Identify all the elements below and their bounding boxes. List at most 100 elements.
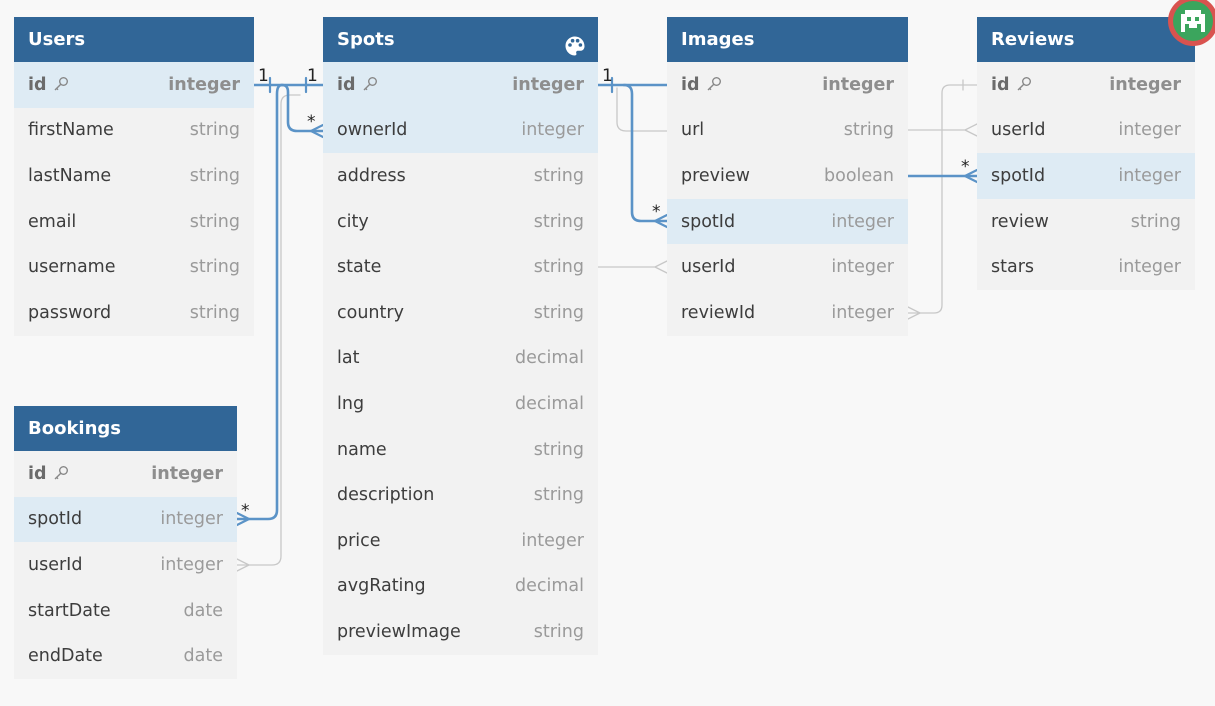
- column-name-cell: spotId: [991, 166, 1045, 186]
- column-name-cell: email: [28, 212, 76, 232]
- column-name: lat: [337, 348, 360, 369]
- column-name: country: [337, 302, 404, 323]
- column-name: lng: [337, 393, 365, 414]
- column-row[interactable]: name string: [323, 427, 598, 473]
- column-type: date: [183, 646, 223, 667]
- column-row[interactable]: ownerId integer: [323, 107, 598, 154]
- column-name: spotId: [28, 509, 83, 530]
- column-type: integer: [521, 120, 584, 141]
- column-type: integer: [512, 74, 584, 95]
- column-name-cell: preview: [681, 166, 750, 186]
- column-name-cell: address: [337, 166, 406, 186]
- column-row[interactable]: endDate date: [14, 633, 237, 679]
- column-row[interactable]: price integer: [323, 518, 598, 564]
- column-name: id: [28, 463, 47, 484]
- column-row[interactable]: username string: [14, 244, 254, 290]
- column-name-cell: endDate: [28, 646, 103, 666]
- column-name: endDate: [28, 646, 103, 667]
- column-row[interactable]: firstName string: [14, 108, 254, 154]
- table-header-images[interactable]: Images: [667, 17, 908, 62]
- table-header-spots[interactable]: Spots: [323, 17, 598, 62]
- table-title: Spots: [337, 29, 395, 50]
- column-row[interactable]: spotId integer: [14, 496, 237, 543]
- table-header-bookings[interactable]: Bookings: [14, 406, 237, 451]
- column-name: state: [337, 257, 382, 278]
- palette-icon[interactable]: [564, 29, 586, 56]
- column-name-cell: id: [681, 75, 722, 95]
- column-type: decimal: [515, 348, 584, 369]
- column-name-cell: price: [337, 531, 381, 551]
- column-type: string: [189, 120, 240, 141]
- app-badge-icon[interactable]: [1168, 0, 1215, 46]
- column-name: password: [28, 302, 112, 323]
- column-type: integer: [160, 509, 223, 530]
- column-name: review: [991, 211, 1049, 232]
- table-title: Bookings: [28, 418, 122, 439]
- column-name-cell: url: [681, 120, 704, 140]
- column-name-cell: lat: [337, 348, 359, 368]
- column-type: integer: [822, 74, 894, 95]
- column-type: string: [533, 439, 584, 460]
- column-type: string: [533, 211, 584, 232]
- table-header-reviews[interactable]: Reviews: [977, 17, 1195, 62]
- table-header-users[interactable]: Users: [14, 17, 254, 62]
- column-name-cell: spotId: [681, 212, 735, 232]
- column-type: integer: [521, 530, 584, 551]
- column-type: string: [533, 165, 584, 186]
- column-row[interactable]: address string: [323, 153, 598, 199]
- column-type: string: [189, 257, 240, 278]
- column-name: id: [28, 74, 47, 95]
- column-name-cell: username: [28, 257, 116, 277]
- column-name: email: [28, 211, 77, 232]
- column-row[interactable]: id integer: [14, 62, 254, 108]
- column-type: integer: [1109, 74, 1181, 95]
- column-row[interactable]: lat decimal: [323, 336, 598, 382]
- column-name: spotId: [681, 211, 736, 232]
- column-name-cell: password: [28, 303, 111, 323]
- column-row[interactable]: id integer: [667, 62, 908, 108]
- column-type: integer: [168, 74, 240, 95]
- column-name-cell: review: [991, 212, 1049, 232]
- column-name: firstName: [28, 120, 114, 141]
- column-name-cell: name: [337, 440, 387, 460]
- column-name: avgRating: [337, 576, 426, 597]
- column-name: stars: [991, 257, 1035, 278]
- column-name-cell: avgRating: [337, 576, 426, 596]
- column-name-cell: userId: [681, 257, 735, 277]
- column-name-cell: state: [337, 257, 381, 277]
- column-name: price: [337, 530, 381, 551]
- table-title: Users: [28, 29, 86, 50]
- column-type: string: [533, 621, 584, 642]
- column-name: ownerId: [337, 120, 408, 141]
